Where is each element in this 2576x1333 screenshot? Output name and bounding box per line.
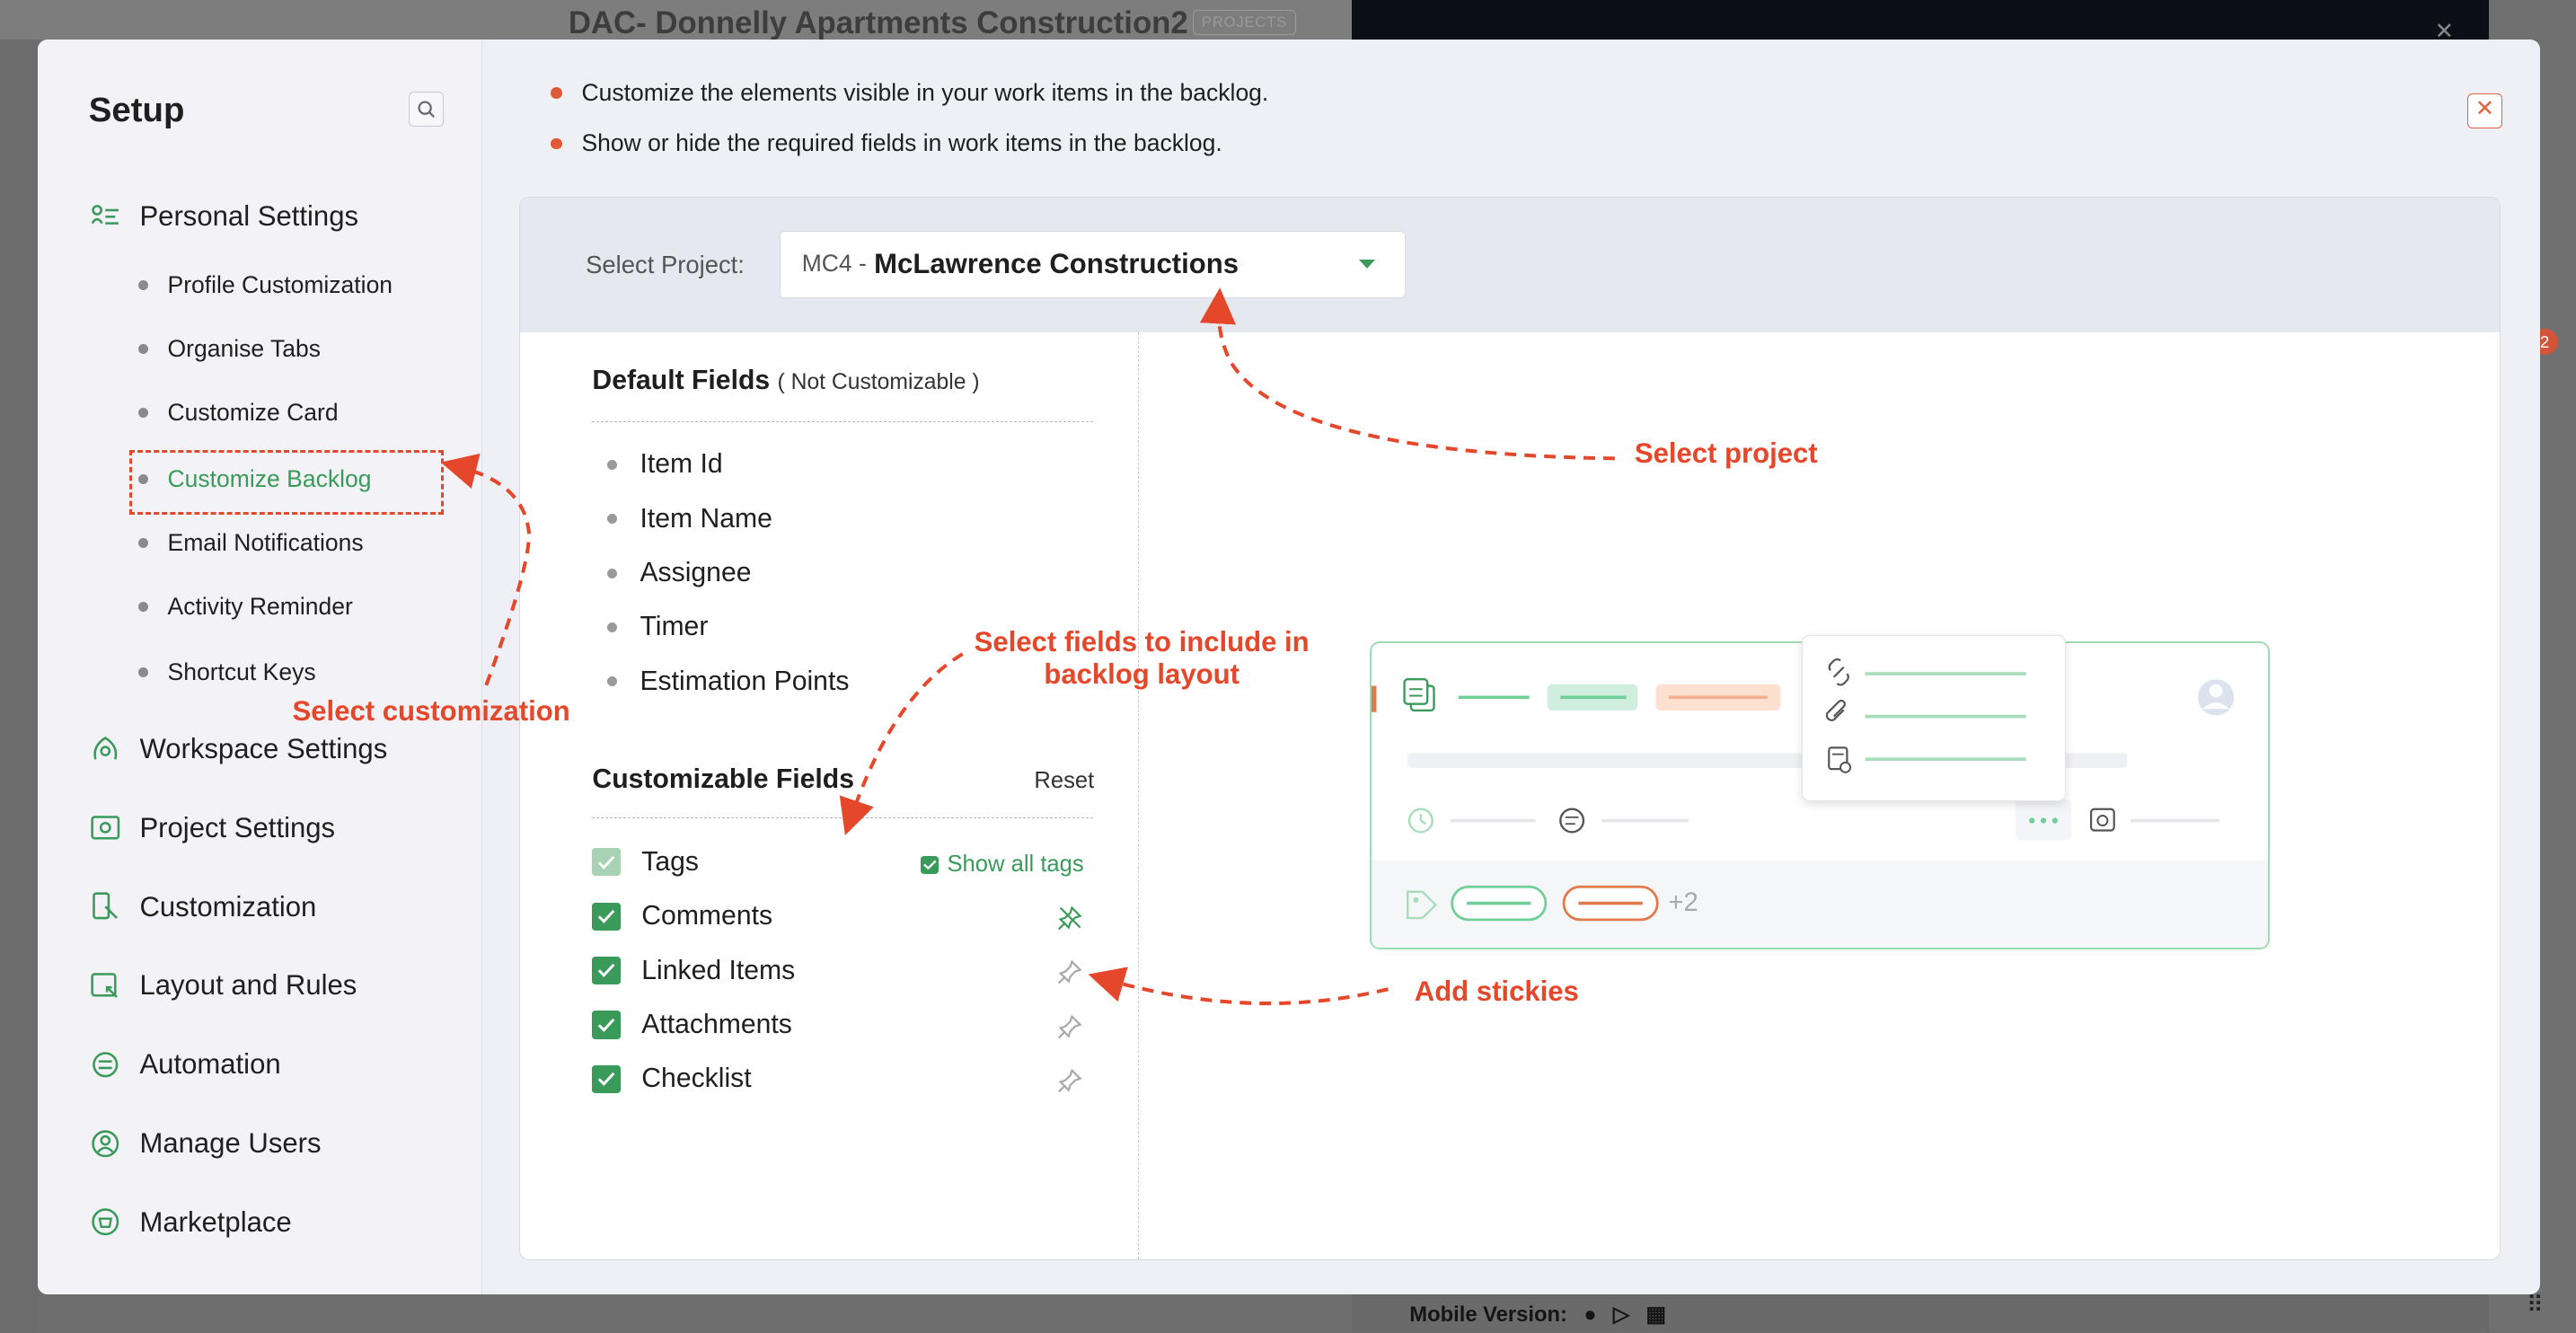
- pin-icon[interactable]: [1055, 1065, 1085, 1095]
- field-row-linked-items: Linked Items: [592, 956, 795, 986]
- sidebar-item-label: Layout and Rules: [139, 969, 357, 1002]
- field-row-comments: Comments: [592, 901, 772, 931]
- sidebar-item-workspace-settings[interactable]: Workspace Settings: [89, 733, 388, 766]
- intro-bullet-2: Show or hide the required fields in work…: [550, 129, 1222, 157]
- setup-sidebar: Setup Personal Settings Profile Customiz…: [38, 39, 482, 1295]
- default-field-item: Timer: [606, 612, 708, 642]
- backlog-customization-panel: Select Project: MC4 - McLawrence Constru…: [518, 197, 2501, 1260]
- sidebar-item-label: Project Settings: [139, 811, 336, 843]
- qr-code-icon: ▦: [1645, 1302, 1666, 1327]
- personal-settings-icon: [89, 200, 122, 234]
- field-row-checklist: Checklist: [592, 1064, 752, 1094]
- setup-modal: Setup Personal Settings Profile Customiz…: [38, 39, 2540, 1295]
- annotation-select-customization: Select customization: [292, 694, 570, 727]
- projects-badge: PROJECTS: [1192, 9, 1297, 36]
- manage-users-icon: [89, 1127, 122, 1161]
- intro-bullet-1: Customize the elements visible in your w…: [550, 79, 1268, 107]
- sidebar-subitem-customize-backlog[interactable]: Customize Backlog: [137, 465, 371, 493]
- project-settings-icon: [89, 812, 122, 845]
- marketplace-icon: [89, 1205, 122, 1239]
- sidebar-item-manage-users[interactable]: Manage Users: [89, 1127, 322, 1161]
- background-close-icon: ✕: [2434, 19, 2455, 45]
- sidebar-item-customization[interactable]: Customization: [89, 890, 317, 923]
- select-project-label: Select Project:: [586, 250, 745, 278]
- close-icon: ✕: [2475, 96, 2495, 122]
- sidebar-subitem-email-notifications[interactable]: Email Notifications: [137, 529, 364, 557]
- sidebar-subitem-organise-tabs[interactable]: Organise Tabs: [137, 335, 321, 363]
- checklist-checkbox[interactable]: [592, 1064, 621, 1093]
- sidebar-item-layout-and-rules[interactable]: Layout and Rules: [89, 969, 357, 1002]
- sidebar-item-label: Workspace Settings: [139, 733, 388, 764]
- sidebar-item-marketplace[interactable]: Marketplace: [89, 1205, 292, 1239]
- automation-icon: [89, 1048, 122, 1081]
- show-all-tags-checkbox[interactable]: [921, 855, 940, 874]
- search-icon: [418, 101, 435, 118]
- extra-tags-count: +2: [1668, 887, 1698, 917]
- divider: [592, 421, 1094, 422]
- background-dark-panel: [1352, 0, 2489, 40]
- stickies-popup: [1801, 634, 2067, 801]
- reset-button[interactable]: Reset: [1034, 768, 1095, 794]
- comments-checkbox[interactable]: [592, 902, 621, 931]
- close-button[interactable]: ✕: [2467, 93, 2502, 128]
- project-code: MC4 -: [801, 250, 867, 278]
- default-field-item: Item Id: [606, 449, 723, 480]
- pin-icon[interactable]: [1055, 1011, 1085, 1041]
- setup-title: Setup: [88, 90, 185, 129]
- sidebar-subitem-activity-reminder[interactable]: Activity Reminder: [137, 593, 353, 621]
- stickies-popup-graphic: [1825, 658, 2026, 773]
- sidebar-item-label: Marketplace: [139, 1205, 292, 1238]
- sidebar-subitem-shortcut-keys[interactable]: Shortcut Keys: [137, 658, 316, 686]
- annotation-select-project: Select project: [1634, 437, 1818, 469]
- sidebar-item-label: Customization: [139, 890, 317, 923]
- customizable-fields-heading: Customizable Fields: [592, 764, 854, 795]
- sidebar-item-label: Manage Users: [139, 1126, 322, 1159]
- sidebar-item-label: Automation: [139, 1048, 281, 1081]
- attachments-checkbox[interactable]: [592, 1011, 621, 1039]
- card-tags-row: [1371, 860, 2269, 948]
- background-left-strip: [0, 39, 39, 1333]
- play-store-icon: ▷: [1612, 1302, 1630, 1327]
- project-name: McLawrence Constructions: [874, 248, 1239, 280]
- workspace-settings-icon: [89, 733, 122, 766]
- mobile-version: Mobile Version:●▷▦: [1409, 1302, 1666, 1327]
- unpin-icon[interactable]: [1055, 903, 1085, 932]
- sidebar-subitem-profile-customization[interactable]: Profile Customization: [137, 271, 393, 299]
- customization-icon: [89, 890, 122, 923]
- show-all-tags-toggle[interactable]: Show all tags: [921, 852, 1084, 878]
- background-header: [0, 0, 1353, 40]
- linked-items-checkbox[interactable]: [592, 957, 621, 985]
- default-field-item: Item Name: [606, 504, 772, 534]
- background-footer: [1352, 1294, 2489, 1333]
- background-project-title: DAC- Donnelly Apartments Construction2: [568, 6, 1188, 41]
- apple-icon: ●: [1584, 1302, 1597, 1327]
- tags-checkbox[interactable]: [592, 848, 621, 877]
- field-row-tags: Tags: [592, 847, 699, 878]
- sidebar-subitem-customize-card[interactable]: Customize Card: [137, 399, 339, 427]
- caret-down-icon: [1358, 260, 1375, 270]
- field-row-attachments: Attachments: [592, 1010, 792, 1040]
- layout-rules-icon: [89, 969, 122, 1002]
- sidebar-item-personal-settings[interactable]: Personal Settings: [89, 200, 358, 234]
- annotation-arrows: [440, 287, 1615, 1005]
- pin-icon[interactable]: [1055, 957, 1085, 986]
- project-dropdown[interactable]: MC4 - McLawrence Constructions: [779, 231, 1406, 299]
- sidebar-item-automation[interactable]: Automation: [89, 1048, 281, 1081]
- default-field-item: Assignee: [606, 558, 752, 588]
- card-tags-graphic: [1406, 885, 1659, 921]
- default-fields-heading: Default Fields ( Not Customizable ): [592, 366, 980, 396]
- setup-search-button[interactable]: [409, 92, 444, 127]
- sidebar-item-label: Personal Settings: [139, 200, 359, 233]
- default-field-item: Estimation Points: [606, 666, 849, 697]
- apps-grid-icon: ⠿: [2527, 1292, 2544, 1318]
- annotation-add-stickies: Add stickies: [1414, 975, 1579, 1008]
- project-selector-bar: Select Project: MC4 - McLawrence Constru…: [519, 198, 2500, 333]
- sidebar-item-project-settings[interactable]: Project Settings: [89, 812, 335, 845]
- column-divider: [1137, 332, 1139, 1259]
